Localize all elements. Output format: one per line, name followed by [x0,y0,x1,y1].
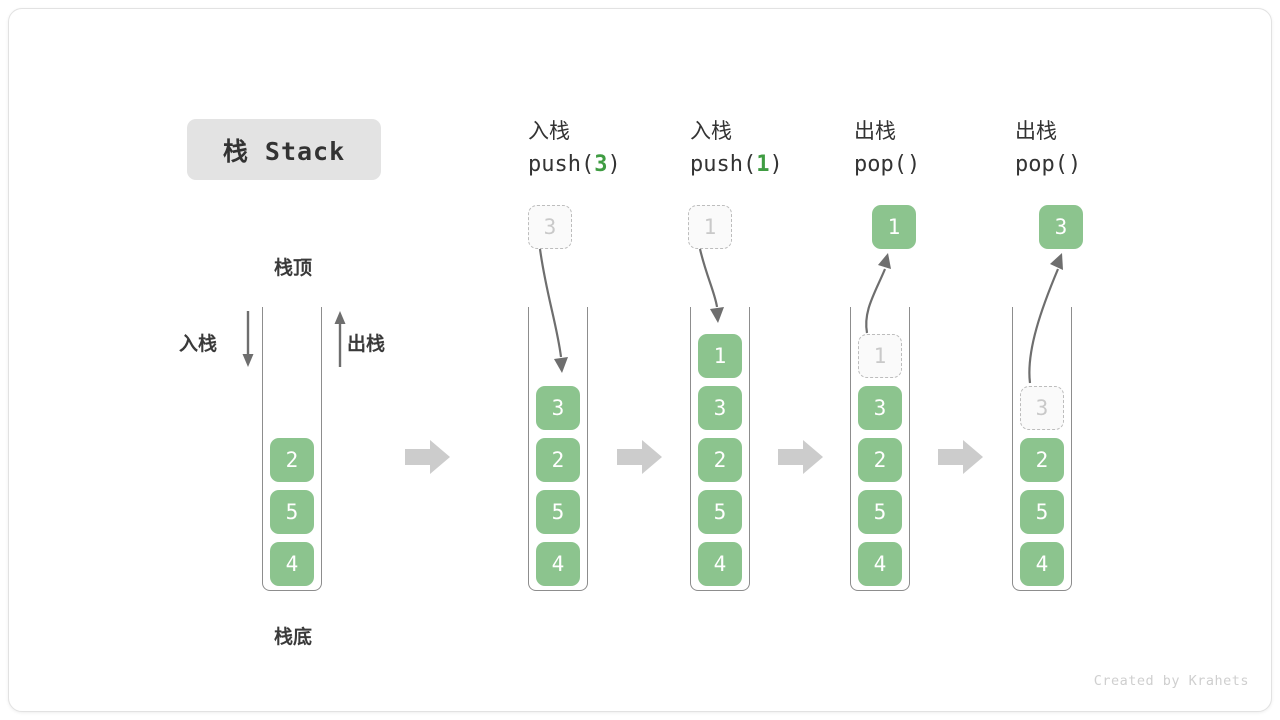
stack-cell: 2 [1020,438,1064,482]
stack-slots-pop-3: 4 5 2 3 [1012,378,1072,586]
stack-cell: 4 [1020,542,1064,586]
stack-cell: 5 [536,490,580,534]
tube-wall [1012,307,1072,591]
diagram-canvas: 栈 Stack 栈顶 栈底 入栈 出栈 4 5 2 入栈 push(3) [8,8,1272,712]
stack-tube-initial: 4 5 2 [262,307,322,591]
stage-header-pop-1: 出栈 pop() [854,115,920,181]
tube-wall [528,307,588,591]
tube-wall [850,307,910,591]
stack-cell: 2 [858,438,902,482]
push-direction-arrow-icon [242,311,254,367]
stack-cell: 5 [698,490,742,534]
tube-wall [262,307,322,591]
stack-cell: 5 [1020,490,1064,534]
stack-tube-pop-1: 4 5 2 3 1 [850,307,910,591]
push-motion-arrow-icon [698,248,724,323]
stack-tube-push-1: 4 5 2 3 1 [690,307,750,591]
stack-slots-push-1: 4 5 2 3 1 [690,326,750,586]
stage-header-code-prefix: push( [528,152,595,177]
pop-direction-arrow-icon [334,311,346,367]
incoming-element-value: 1 [703,215,717,239]
popped-element-value: 3 [1054,215,1068,239]
push-motion-arrow-icon [538,248,568,373]
stack-cell: 2 [536,438,580,482]
incoming-element-value: 3 [543,215,557,239]
stack-cell: 3 [698,386,742,430]
stack-cell: 5 [858,490,902,534]
title-badge: 栈 Stack [187,119,381,180]
pop-motion-arrow-icon [865,253,891,334]
stage-header-code-arg: 3 [594,152,608,177]
stack-cell: 2 [270,438,314,482]
vacated-slot-ghost: 1 [858,334,902,378]
popped-element: 1 [872,205,916,249]
stack-slots-push-3: 4 5 2 3 [528,378,588,586]
popped-element-value: 1 [887,215,901,239]
stage-header-push-1: 入栈 push(1) [690,115,783,181]
stage-transition-arrow-icon [405,440,450,474]
stage-header-code-arg: 1 [756,152,770,177]
stage-transition-arrow-icon [938,440,983,474]
stack-slots-initial: 4 5 2 [262,430,322,586]
stack-cell: 3 [858,386,902,430]
incoming-element-ghost: 1 [688,205,732,249]
stack-cell: 5 [270,490,314,534]
stack-cell: 3 [536,386,580,430]
stage-header-push-3: 入栈 push(3) [528,115,621,181]
stack-cell: 1 [698,334,742,378]
stage-header-code-prefix: pop( [854,152,907,177]
stage-header-code-suffix: ) [769,152,783,177]
stage-header-cn: 入栈 [690,119,732,143]
tube-wall [690,307,750,591]
stack-top-label: 栈顶 [273,257,312,279]
stack-bottom-label: 栈底 [273,626,312,648]
stage-transition-arrow-icon [778,440,823,474]
stack-cell: 4 [858,542,902,586]
vacated-slot-ghost: 3 [1020,386,1064,430]
stage-header-code-prefix: push( [690,152,757,177]
stack-tube-push-3: 4 5 2 3 [528,307,588,591]
stack-slots-pop-1: 4 5 2 3 1 [850,326,910,586]
stage-header-code-suffix: ) [607,152,621,177]
stage-transition-arrow-icon [617,440,662,474]
pop-legend-label: 出栈 [347,333,386,355]
stage-header-cn: 出栈 [854,119,896,143]
stack-cell: 4 [270,542,314,586]
stage-header-cn: 入栈 [528,119,570,143]
stage-header-code-suffix: ) [1067,152,1082,177]
stage-header-code-prefix: pop( [1015,152,1068,177]
popped-element: 3 [1039,205,1083,249]
title-label: 栈 Stack [222,136,346,166]
push-legend-label: 入栈 [179,333,218,355]
stack-cell: 4 [536,542,580,586]
pop-motion-arrow-icon [1028,253,1063,384]
incoming-element-ghost: 3 [528,205,572,249]
stage-header-pop-3: 出栈 pop() [1015,115,1081,181]
stage-header-code-suffix: ) [906,152,921,177]
stage-header-cn: 出栈 [1015,119,1057,143]
stack-tube-pop-3: 4 5 2 3 [1012,307,1072,591]
credit-label: Created by Krahets [1093,673,1249,689]
stack-cell: 4 [698,542,742,586]
stack-cell: 2 [698,438,742,482]
